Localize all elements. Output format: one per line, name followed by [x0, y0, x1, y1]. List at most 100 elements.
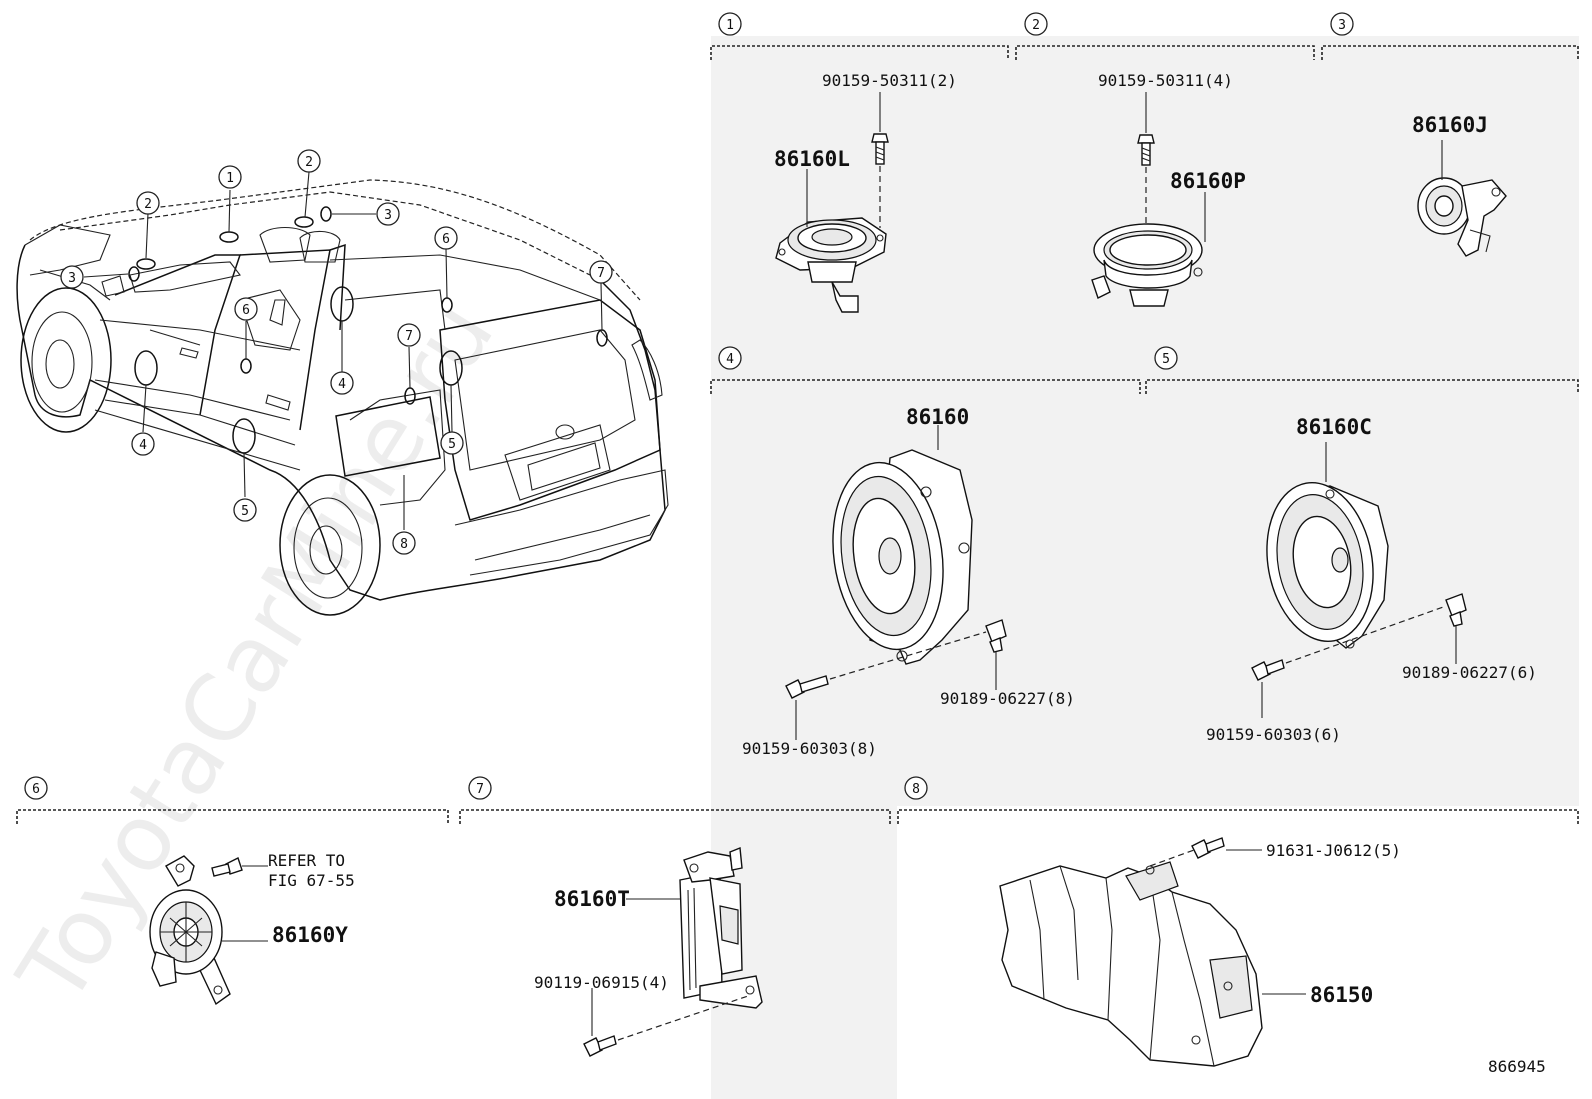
section-3-parts: 86160J: [1412, 113, 1507, 257]
section-4-parts: 86160 90189-06227(8) 90159-60303(8): [742, 405, 1075, 758]
speaker-86160-icon: [832, 449, 973, 665]
part-number-91631-J0612-5: 91631-J0612(5): [1266, 841, 1401, 860]
bolt-icon: [785, 675, 829, 699]
section-headers: 1 2 3 4 5 6 7 8: [16, 12, 1579, 824]
part-number-86160L: 86160L: [774, 147, 850, 171]
svg-text:2: 2: [305, 155, 313, 170]
section-1-header: 1: [710, 12, 1009, 60]
screw-icon: [871, 133, 889, 165]
marker-center-speaker: [219, 231, 239, 243]
vehicle-callout-5: 5: [233, 498, 257, 522]
vehicle-callout-5: 5: [440, 431, 464, 455]
part-number-86160Y: 86160Y: [272, 923, 348, 947]
section-number: 5: [1162, 352, 1170, 367]
part-number-86160: 86160: [906, 405, 969, 429]
part-number-90119-06915-4: 90119-06915(4): [534, 973, 669, 992]
section-number: 4: [726, 352, 734, 367]
vehicle-callout-4: 4: [330, 371, 354, 395]
vehicle-callout-2: 2: [297, 149, 321, 173]
watermark: ToyotaCarMine.ru: [0, 283, 515, 1022]
reference-line-2: FIG 67-55: [268, 871, 355, 890]
screw-icon: [211, 857, 243, 877]
svg-text:7: 7: [405, 329, 413, 344]
section-8-parts: 91631-J0612(5) 86150: [999, 837, 1401, 1067]
speaker-86160L-icon: [775, 217, 887, 313]
section-2-parts: 90159-50311(4) 86160P: [1091, 71, 1246, 307]
speaker-86160P-icon: [1091, 223, 1203, 307]
vehicle-callout-7: 7: [589, 260, 613, 284]
section-5-header: 5: [1145, 346, 1579, 394]
section-6-parts: REFER TO FIG 67-55 86160Y: [149, 851, 355, 1006]
clip-icon: [1445, 593, 1467, 627]
vehicle-callout-4: 4: [131, 432, 155, 456]
section-1-parts: 90159-50311(2) 86160L: [774, 71, 957, 313]
section-2-header: 2: [1015, 12, 1315, 60]
marker-pillar-left: [128, 266, 140, 282]
vehicle-callout-6: 6: [234, 297, 258, 321]
svg-text:6: 6: [242, 303, 250, 318]
svg-text:4: 4: [139, 438, 147, 453]
section-number: 3: [1338, 18, 1346, 33]
section-number: 1: [726, 18, 734, 33]
vehicle-illustration: [16, 179, 669, 616]
reference-line-1: REFER TO: [268, 851, 345, 870]
vehicle-callout-1: 1: [218, 165, 242, 189]
marker-subwoofer: [335, 396, 441, 477]
svg-text:5: 5: [448, 437, 456, 452]
svg-text:4: 4: [338, 377, 346, 392]
marker-front-tweeter-right: [294, 216, 314, 228]
vehicle-callout-3: 3: [60, 265, 84, 289]
svg-text:6: 6: [442, 232, 450, 247]
marker-rear-door-left: [232, 418, 256, 454]
vehicle-callout-8: 8: [392, 531, 416, 555]
section-number: 7: [476, 782, 484, 797]
part-number-90189-06227-8: 90189-06227(8): [940, 689, 1075, 708]
svg-text:2: 2: [144, 197, 152, 212]
section-number: 8: [912, 782, 920, 797]
vehicle-leaders: [83, 171, 603, 530]
part-number-86160J: 86160J: [1412, 113, 1488, 137]
part-number-90189-06227-6: 90189-06227(6): [1402, 663, 1537, 682]
speaker-86160C-icon: [1266, 481, 1389, 649]
vehicle-callout-2: 2: [136, 191, 160, 215]
part-number-90159-60303-6: 90159-60303(6): [1206, 725, 1341, 744]
vehicle-callout-7: 7: [397, 323, 421, 347]
vehicle-callout-6: 6: [434, 226, 458, 250]
subwoofer-86150-icon: [999, 861, 1263, 1067]
marker-lamp-left: [240, 358, 252, 374]
marker-front-door-left: [134, 350, 158, 386]
part-number-86160P: 86160P: [1170, 169, 1246, 193]
part-number-86150: 86150: [1310, 983, 1373, 1007]
vehicle-callout-3: 3: [376, 202, 400, 226]
part-number-86160T: 86160T: [554, 887, 630, 911]
section-7-parts: 86160T 90119-06915(4): [534, 847, 763, 1057]
part-number-90159-50311-2: 90159-50311(2): [822, 71, 957, 90]
bolt-icon: [583, 1035, 617, 1057]
section-number: 6: [32, 782, 40, 797]
section-7-header: 7: [459, 776, 891, 824]
part-number-90159-50311-4: 90159-50311(4): [1098, 71, 1233, 90]
vehicle-callouts: 1 2 2 3 3 4 4 5 5 6 6 7 7 8: [60, 149, 613, 555]
screw-icon: [1137, 134, 1155, 166]
speaker-86160Y-icon: [149, 855, 231, 1006]
part-number-90159-60303-8: 90159-60303(8): [742, 739, 877, 758]
svg-text:7: 7: [597, 266, 605, 281]
section-3-header: 3: [1321, 12, 1579, 60]
svg-text:5: 5: [241, 504, 249, 519]
section-6-header: 6: [16, 776, 449, 824]
speaker-86160J-icon: [1417, 177, 1507, 257]
part-number-86160C: 86160C: [1296, 415, 1372, 439]
amplifier-86160T-icon: [679, 847, 763, 1009]
svg-text:3: 3: [384, 208, 392, 223]
section-number: 2: [1032, 18, 1040, 33]
svg-text:1: 1: [226, 171, 234, 186]
section-8-header: 8: [897, 776, 1579, 824]
clip-icon: [985, 619, 1007, 653]
diagram-id: 866945: [1488, 1057, 1546, 1076]
svg-text:3: 3: [68, 271, 76, 286]
svg-text:8: 8: [400, 537, 408, 552]
section-4-header: 4: [710, 346, 1141, 394]
section-5-parts: 86160C 90189-06227(6) 90159-60303(6): [1206, 415, 1537, 744]
bolt-icon: [1251, 659, 1285, 681]
